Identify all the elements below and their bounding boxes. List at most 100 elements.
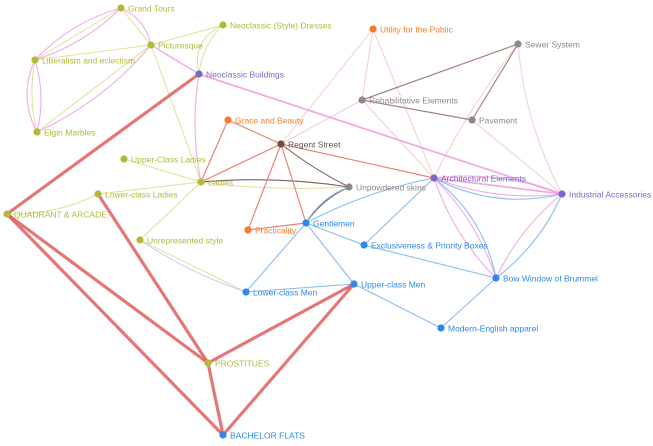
- node-dot-lower_men[interactable]: [242, 288, 250, 296]
- node-dot-grace[interactable]: [224, 116, 232, 124]
- edge-regent-gentlemen: [280, 143, 307, 224]
- edge-grace-ladies: [200, 119, 229, 183]
- node-gentlemen[interactable]: Gentlemen: [302, 218, 355, 228]
- node-dot-neoclassic_buildings[interactable]: [195, 70, 203, 78]
- node-neoclassic_dresses[interactable]: Neoclassic (Style) Dresses: [219, 20, 332, 30]
- edge-regent-ladies: [200, 143, 282, 183]
- node-label-upper_ladies: Upper-Class Ladies: [131, 154, 206, 164]
- node-liberalism[interactable]: Liberalism and eclectism: [31, 55, 135, 65]
- node-upper_men[interactable]: Upper-class Men: [350, 279, 426, 289]
- node-picturesque[interactable]: Picturesque: [147, 40, 203, 50]
- node-dot-sewer[interactable]: [514, 40, 522, 48]
- node-dot-ladies[interactable]: [197, 178, 205, 186]
- node-dot-industrial[interactable]: [558, 190, 566, 198]
- node-ladies[interactable]: Ladies: [197, 177, 233, 187]
- node-dot-architectural[interactable]: [430, 174, 438, 182]
- edge-gentlemen-upper_men: [305, 222, 355, 285]
- node-regent[interactable]: Regent Street: [277, 139, 341, 149]
- node-label-lower_ladies: Lower-class Ladies: [105, 189, 178, 199]
- node-label-modern_english: Modern-English apparel: [448, 323, 538, 333]
- edge-neoclassic_buildings-industrial: [198, 73, 563, 195]
- node-dot-upper_men[interactable]: [350, 280, 358, 288]
- node-dot-bachelor[interactable]: [219, 431, 227, 439]
- node-quadrant[interactable]: QUADRANT & ARCADE: [3, 209, 107, 219]
- edge-architectural-industrial: [433, 175, 563, 195]
- node-bachelor[interactable]: BACHELOR FLATS: [219, 430, 305, 440]
- node-dot-bow_window[interactable]: [492, 274, 500, 282]
- node-dot-elgin[interactable]: [33, 128, 41, 136]
- edge-neoclassic_buildings-ladies: [194, 73, 202, 183]
- node-label-sewer: Sewer System: [525, 39, 580, 49]
- edge-architectural-industrial: [433, 177, 563, 197]
- node-prostitues[interactable]: PROSTITUES: [204, 358, 270, 368]
- node-label-ladies: Ladies: [208, 177, 233, 187]
- node-lower_ladies[interactable]: Lower-class Ladies: [94, 189, 178, 199]
- node-dot-lower_ladies[interactable]: [94, 190, 102, 198]
- node-exclusiveness[interactable]: Exclusiveness & Priority Boxes: [360, 240, 488, 250]
- node-dot-rehabilitative[interactable]: [358, 96, 366, 104]
- node-utility[interactable]: Utility for the Public: [369, 24, 453, 34]
- node-label-exclusiveness: Exclusiveness & Priority Boxes: [371, 240, 488, 250]
- node-dot-exclusiveness[interactable]: [360, 241, 368, 249]
- edge-lower_ladies-ladies: [97, 181, 202, 195]
- node-label-utility: Utility for the Public: [380, 24, 453, 34]
- edge-rehabilitative-pavement: [361, 99, 473, 121]
- edge-rehabilitative-regent: [280, 99, 363, 145]
- node-sewer[interactable]: Sewer System: [514, 39, 580, 49]
- node-unpowdered[interactable]: Unpowdered skins: [345, 182, 426, 192]
- node-dot-neoclassic_dresses[interactable]: [219, 21, 227, 29]
- edge-quadrant-prostitues: [5, 212, 210, 365]
- node-bow_window[interactable]: Bow Window of Brummel: [492, 273, 598, 283]
- node-dot-picturesque[interactable]: [147, 41, 155, 49]
- node-lower_men[interactable]: Lower-class Men: [242, 287, 318, 297]
- node-dot-grand_tours[interactable]: [117, 4, 125, 12]
- edge-liberalism-elgin: [26, 59, 38, 133]
- edge-utility-regent: [280, 28, 374, 145]
- node-dot-regent[interactable]: [277, 140, 285, 148]
- edge-grand_tours-liberalism: [34, 7, 122, 61]
- node-grand_tours[interactable]: Grand Tours: [117, 3, 175, 13]
- node-label-grace: Grace and Beauty: [235, 115, 304, 125]
- node-label-regent: Regent Street: [288, 139, 341, 149]
- node-rehabilitative[interactable]: Rehabilitative Elements: [358, 95, 458, 105]
- edge-picturesque-elgin: [36, 44, 152, 133]
- node-label-prostitues: PROSTITUES: [215, 358, 270, 368]
- node-label-architectural: Architectural Elements: [441, 173, 526, 183]
- node-dot-pavement[interactable]: [468, 116, 476, 124]
- node-modern_english[interactable]: Modern-English apparel: [437, 323, 538, 333]
- node-dot-unpowdered[interactable]: [345, 183, 353, 191]
- node-dot-liberalism[interactable]: [31, 56, 39, 64]
- node-pavement[interactable]: Pavement: [468, 115, 518, 125]
- node-upper_ladies[interactable]: Upper-Class Ladies: [120, 154, 206, 164]
- node-label-picturesque: Picturesque: [158, 40, 203, 50]
- node-label-lower_men: Lower-class Men: [253, 287, 318, 297]
- node-dot-gentlemen[interactable]: [302, 219, 310, 227]
- node-dot-utility[interactable]: [369, 25, 377, 33]
- edge-quadrant-bachelor: [5, 212, 225, 437]
- node-elgin[interactable]: Elgin Marbles: [33, 127, 96, 137]
- node-dot-practicality[interactable]: [244, 226, 252, 234]
- node-grace[interactable]: Grace and Beauty: [224, 115, 304, 125]
- node-dot-quadrant[interactable]: [3, 210, 11, 218]
- node-dot-modern_english[interactable]: [437, 324, 445, 332]
- node-dot-upper_ladies[interactable]: [120, 155, 128, 163]
- node-architectural[interactable]: Architectural Elements: [430, 173, 526, 183]
- edge-utility-rehabilitative: [361, 28, 374, 101]
- node-dot-prostitues[interactable]: [204, 359, 212, 367]
- edge-industrial-bow_window: [495, 193, 563, 279]
- edge-unrepresented-lower_men: [139, 239, 247, 293]
- edge-architectural-gentlemen: [305, 177, 435, 224]
- node-unrepresented[interactable]: Unrepresented style: [136, 235, 223, 245]
- edge-upper_ladies-ladies: [123, 158, 202, 183]
- node-industrial[interactable]: Industrial Accessories: [558, 189, 651, 199]
- node-neoclassic_buildings[interactable]: Neoclassic Buildings: [195, 69, 284, 79]
- edge-lower_ladies-prostitues: [96, 192, 210, 365]
- edge-picturesque-neoclassic_dresses: [150, 24, 224, 46]
- node-label-unrepresented: Unrepresented style: [147, 235, 223, 245]
- node-label-neoclassic_buildings: Neoclassic Buildings: [206, 69, 284, 79]
- edge-ladies-unpowdered: [200, 179, 350, 188]
- node-label-grand_tours: Grand Tours: [128, 3, 175, 13]
- node-dot-unrepresented[interactable]: [136, 236, 144, 244]
- node-practicality[interactable]: Practicality: [244, 225, 297, 235]
